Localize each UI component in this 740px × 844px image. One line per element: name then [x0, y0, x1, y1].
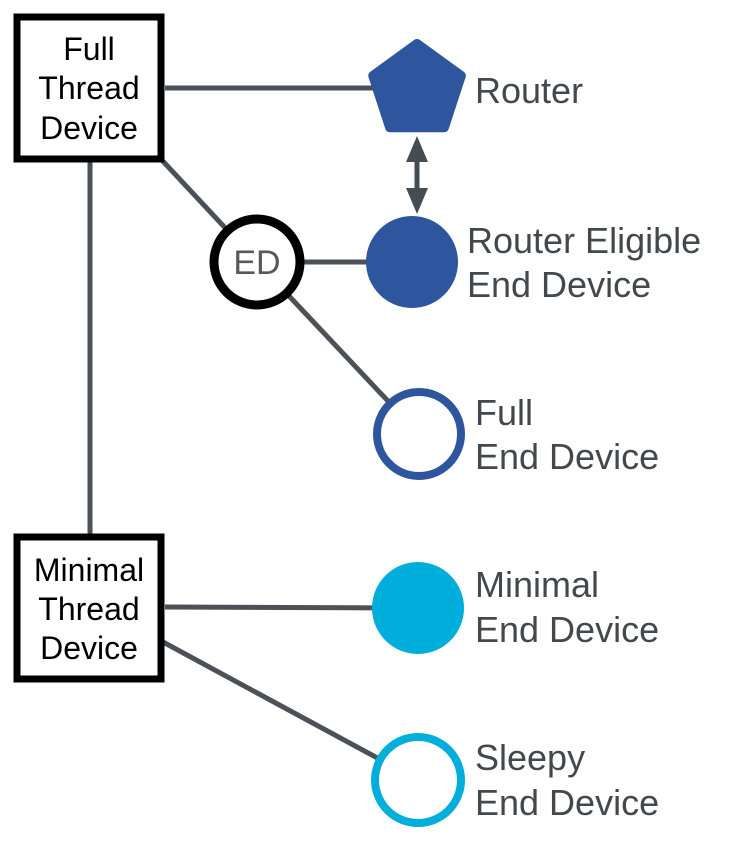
bidirectional-arrow-head-down [406, 188, 428, 214]
minimal-end-device-node: Minimal End Device [372, 562, 659, 654]
sleepy-end-device-node: Sleepy End Device [371, 733, 659, 827]
minimal-end-device-label-line2: End Device [475, 609, 659, 650]
sleepy-end-device-icon [371, 733, 465, 827]
edge-minimal-thread-device-sleepy-end-device [161, 639, 420, 783]
full-end-device-label-line2: End Device [475, 436, 659, 477]
minimal-end-device-icon [372, 562, 464, 654]
minimal-end-device-label-line1: Minimal [475, 564, 599, 605]
router-eligible-end-device-label-line2: End Device [467, 264, 651, 305]
full-thread-device-label-line2: Thread [38, 70, 139, 106]
minimal-thread-device-label-line2: Thread [38, 591, 139, 627]
minimal-thread-device-node: Minimal Thread Device [13, 533, 165, 683]
router-eligible-end-device-icon [366, 216, 458, 308]
ed-badge: ED [209, 214, 305, 310]
sleepy-end-device-label-line2: End Device [475, 782, 659, 823]
full-thread-device-label-line1: Full [63, 31, 115, 67]
full-thread-device-label-line3: Device [40, 110, 138, 146]
full-end-device-node: Full End Device [373, 388, 659, 480]
ed-badge-label: ED [233, 244, 280, 282]
full-end-device-icon [373, 388, 465, 480]
bidirectional-arrow-icon [406, 136, 428, 214]
router-node: Router [368, 39, 583, 133]
minimal-thread-device-label-line1: Minimal [34, 552, 144, 588]
bidirectional-arrow-head-up [406, 136, 428, 162]
ed-circle-icon [209, 214, 305, 310]
router-eligible-end-device-label-line1: Router Eligible [467, 220, 701, 261]
full-thread-device-node: Full Thread Device [13, 13, 165, 163]
sleepy-end-device-label-line1: Sleepy [475, 737, 585, 778]
full-end-device-label-line1: Full [475, 392, 533, 433]
minimal-thread-device-box [13, 533, 165, 683]
router-label: Router [475, 70, 583, 111]
minimal-thread-device-label-line3: Device [40, 630, 138, 666]
router-pentagon-icon [368, 39, 466, 133]
router-eligible-end-device-node: Router Eligible End Device [366, 216, 701, 308]
full-thread-device-box [13, 13, 165, 163]
